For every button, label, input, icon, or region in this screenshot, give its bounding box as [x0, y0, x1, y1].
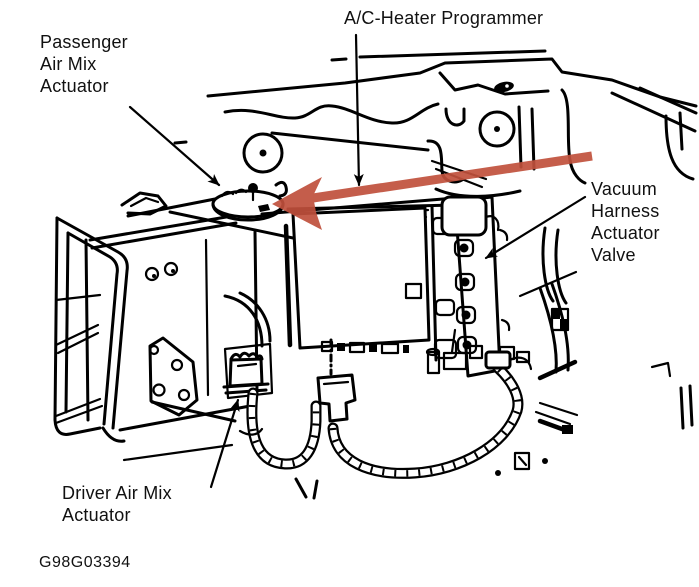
leader-arrows [128, 33, 587, 489]
figure-code: G98G03394 [39, 554, 131, 571]
red-arrow-head [272, 177, 322, 230]
label-vacuum-harness-actuator-valve: Vacuum Harness Actuator Valve [591, 179, 660, 265]
dash-opening-frame [53, 216, 129, 443]
label-ac-heater-programmer: A/C-Heater Programmer [344, 8, 544, 28]
driver-air-mix-actuator [222, 342, 274, 400]
leader-arrow-passenger [128, 105, 221, 187]
vacuum-harness-actuator-valve [430, 195, 531, 378]
red-highlight-arrow-icon [272, 151, 593, 230]
label-driver-air-mix-actuator: Driver Air Mix Actuator [62, 483, 172, 525]
red-arrow-shaft [312, 151, 593, 203]
leader-arrow-vacuum-valve [484, 195, 587, 260]
leader-arrow-programmer [353, 33, 364, 187]
vacuum-harness-tubing [122, 328, 533, 500]
right-panel-structure [495, 226, 694, 476]
leader-line-vacuum-valve-2 [518, 270, 578, 298]
ac-heater-programmer [291, 206, 431, 355]
cowl-structure [173, 49, 698, 198]
label-passenger-air-mix-actuator: Passenger Air Mix Actuator [40, 32, 128, 96]
leader-arrow-driver [209, 398, 240, 489]
